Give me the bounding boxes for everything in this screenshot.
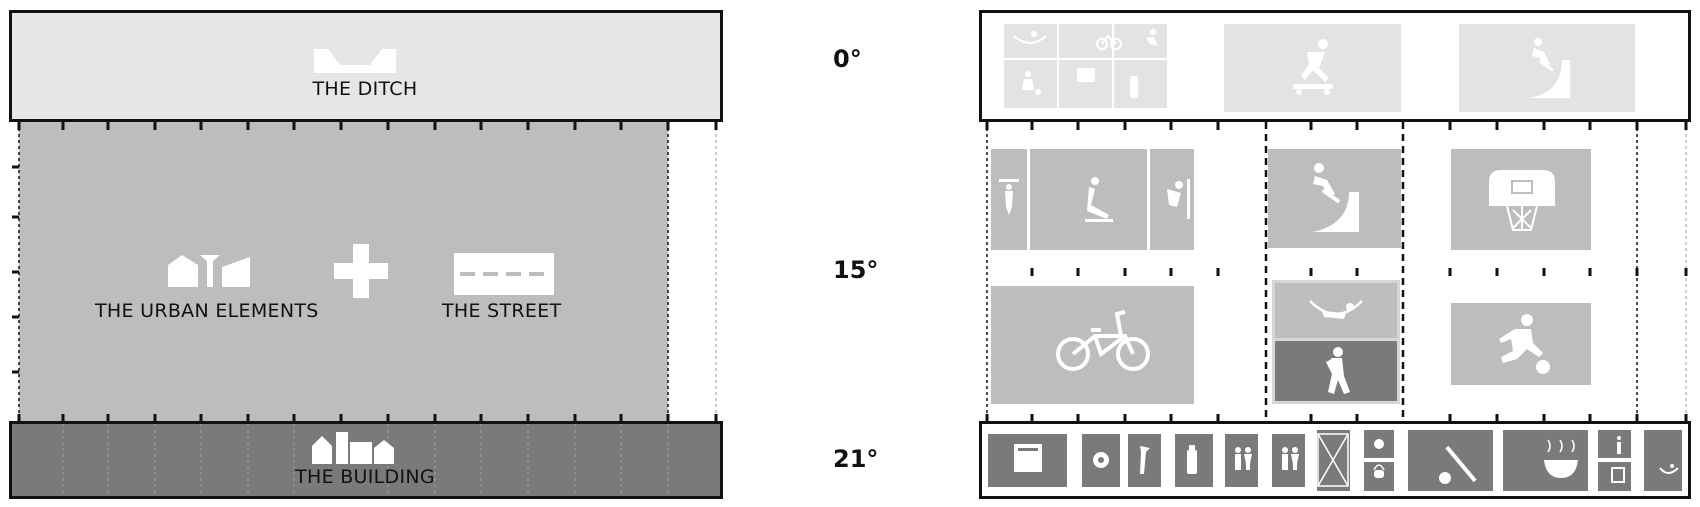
angle-15: 15° <box>833 256 879 284</box>
snowboarder-ramp-icon <box>1530 38 1570 98</box>
ditch-label: THE DITCH <box>312 78 418 100</box>
street-label: THE STREET <box>442 300 562 322</box>
urban-guidelines <box>12 122 718 422</box>
bmx-bike-icon <box>1056 310 1150 371</box>
soccer-player-icon <box>1499 314 1550 374</box>
top-grid-icons <box>1013 29 1158 98</box>
basketball-hoop-icon <box>1489 170 1555 231</box>
top-tile-hammock <box>1004 24 1057 58</box>
urban-label: THE URBAN ELEMENTS <box>95 300 319 322</box>
angle-0: 0° <box>833 45 862 73</box>
plus-icon <box>334 244 388 298</box>
snowboard-ramp-icon <box>1313 163 1359 232</box>
exit-tile <box>1598 462 1631 491</box>
left-diagram: THE DITCH THE URBAN ELEMENTS <box>0 0 730 507</box>
hammock-icon <box>1309 300 1363 319</box>
building-icon <box>312 432 394 464</box>
info-tile <box>1598 430 1631 458</box>
middle-guidelines <box>985 122 1688 422</box>
hammock-tile <box>1275 283 1397 338</box>
yoga-icon <box>1326 347 1350 394</box>
right-diagram <box>975 0 1695 507</box>
bmx-tile <box>991 286 1194 404</box>
top-tile-bottle <box>1114 60 1167 108</box>
tools-tile <box>1408 430 1493 491</box>
angle-21: 21° <box>833 445 879 473</box>
service-icons <box>1014 433 1679 487</box>
building-label: THE BUILDING <box>295 466 435 488</box>
top-tile-runner <box>1114 24 1167 58</box>
hammock-tile-small <box>1644 430 1682 491</box>
fitness-icons <box>999 177 1190 222</box>
urban-elements-icon <box>168 255 250 287</box>
street-icon <box>454 253 554 295</box>
restroom-tile-1 <box>1225 434 1258 487</box>
ditch-icon <box>314 49 396 73</box>
skateboarder-icon <box>1293 39 1333 95</box>
restroom-tile-2 <box>1272 434 1305 487</box>
